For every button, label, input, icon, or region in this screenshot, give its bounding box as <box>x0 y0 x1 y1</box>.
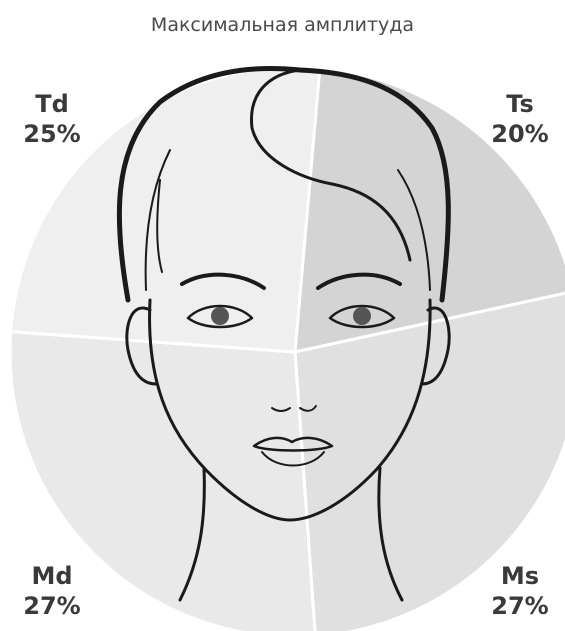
pie-slices <box>10 67 565 631</box>
slice-label-ts: Ts <box>506 90 533 118</box>
slice-label-ms: Ms <box>501 562 539 590</box>
slice-value-ts: 20% <box>491 120 548 148</box>
slice-label-md: Md <box>31 562 72 590</box>
slice-value-md: 27% <box>23 592 80 620</box>
slice-label-td: Td <box>35 90 69 118</box>
slice-value-ms: 27% <box>491 592 548 620</box>
slice-value-td: 25% <box>23 120 80 148</box>
